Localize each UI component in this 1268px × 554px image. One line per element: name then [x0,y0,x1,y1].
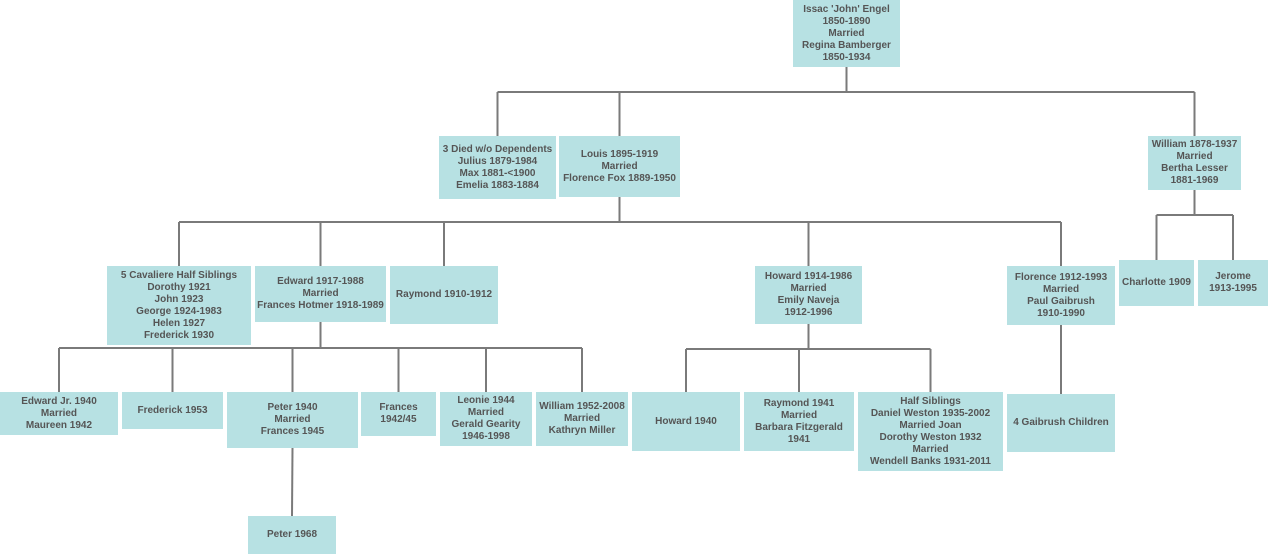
node-frances: Frances 1942/45 [361,392,436,436]
node-howard: Howard 1914-1986 Married Emily Naveja 19… [755,266,862,324]
node-cavaliere-half-siblings: 5 Cavaliere Half Siblings Dorothy 1921 J… [107,266,251,345]
node-label: Leonie 1944 Married Gerald Gearity 1946-… [451,395,521,442]
connector-group [58,67,1234,517]
node-label: Louis 1895-1919 Married Florence Fox 188… [563,148,676,184]
node-gaibrush-children: 4 Gaibrush Children [1007,394,1115,452]
node-jerome: Jerome 1913-1995 [1198,260,1268,306]
node-raymond: Raymond 1910-1912 [390,266,498,324]
node-label: Frances 1942/45 [379,402,418,425]
node-william-1952: William 1952-2008 Married Kathryn Miller [536,392,628,446]
node-label: Raymond 1910-1912 [395,289,493,300]
node-label: Edward 1917-1988 Married Frances Hotmer … [257,276,384,311]
node-label: 5 Cavaliere Half Siblings Dorothy 1921 J… [120,269,238,341]
node-label: Charlotte 1909 [1122,277,1191,288]
node-label: 3 Died w/o Dependents Julius 1879-1984 M… [442,143,553,191]
node-label: William 1878-1937 Married Bertha Lesser … [1151,139,1238,186]
node-label: 4 Gaibrush Children [1013,417,1109,428]
node-label: Jerome 1913-1995 [1209,271,1257,294]
node-weston-half-siblings: Half Siblings Daniel Weston 1935-2002 Ma… [858,392,1003,471]
node-label: Peter 1940 Married Frances 1945 [260,402,325,437]
node-three-died: 3 Died w/o Dependents Julius 1879-1984 M… [439,136,556,199]
node-frederick: Frederick 1953 [122,392,223,429]
node-peter: Peter 1940 Married Frances 1945 [227,392,358,448]
node-charlotte: Charlotte 1909 [1119,260,1194,306]
node-label: Edward Jr. 1940 Married Maureen 1942 [21,395,97,431]
connector-line [291,447,294,517]
node-issac-john-engel: Issac 'John' Engel 1850-1890 Married Reg… [793,0,900,67]
node-label: Issac 'John' Engel 1850-1890 Married Reg… [802,3,891,63]
node-label: Frederick 1953 [137,404,208,416]
node-raymond-1941: Raymond 1941 Married Barbara Fitzgerald … [744,392,854,451]
node-label: William 1952-2008 Married Kathryn Miller [539,401,625,436]
node-edward-jr: Edward Jr. 1940 Married Maureen 1942 [0,392,118,435]
node-peter-1968: Peter 1968 [248,516,336,554]
node-leonie: Leonie 1944 Married Gerald Gearity 1946-… [440,392,532,446]
node-label: Howard 1914-1986 Married Emily Naveja 19… [764,271,853,318]
node-label: Peter 1968 [266,529,318,540]
node-william: William 1878-1937 Married Bertha Lesser … [1148,136,1241,190]
node-label: Florence 1912-1993 Married Paul Gaibrush… [1014,271,1108,319]
node-label: Howard 1940 [655,415,717,427]
node-louis: Louis 1895-1919 Married Florence Fox 188… [559,136,680,197]
node-howard-1940: Howard 1940 [632,392,740,451]
node-label: Half Siblings Daniel Weston 1935-2002 Ma… [870,395,991,467]
node-florence: Florence 1912-1993 Married Paul Gaibrush… [1007,266,1115,325]
node-edward: Edward 1917-1988 Married Frances Hotmer … [255,266,386,322]
node-label: Raymond 1941 Married Barbara Fitzgerald … [755,397,843,445]
